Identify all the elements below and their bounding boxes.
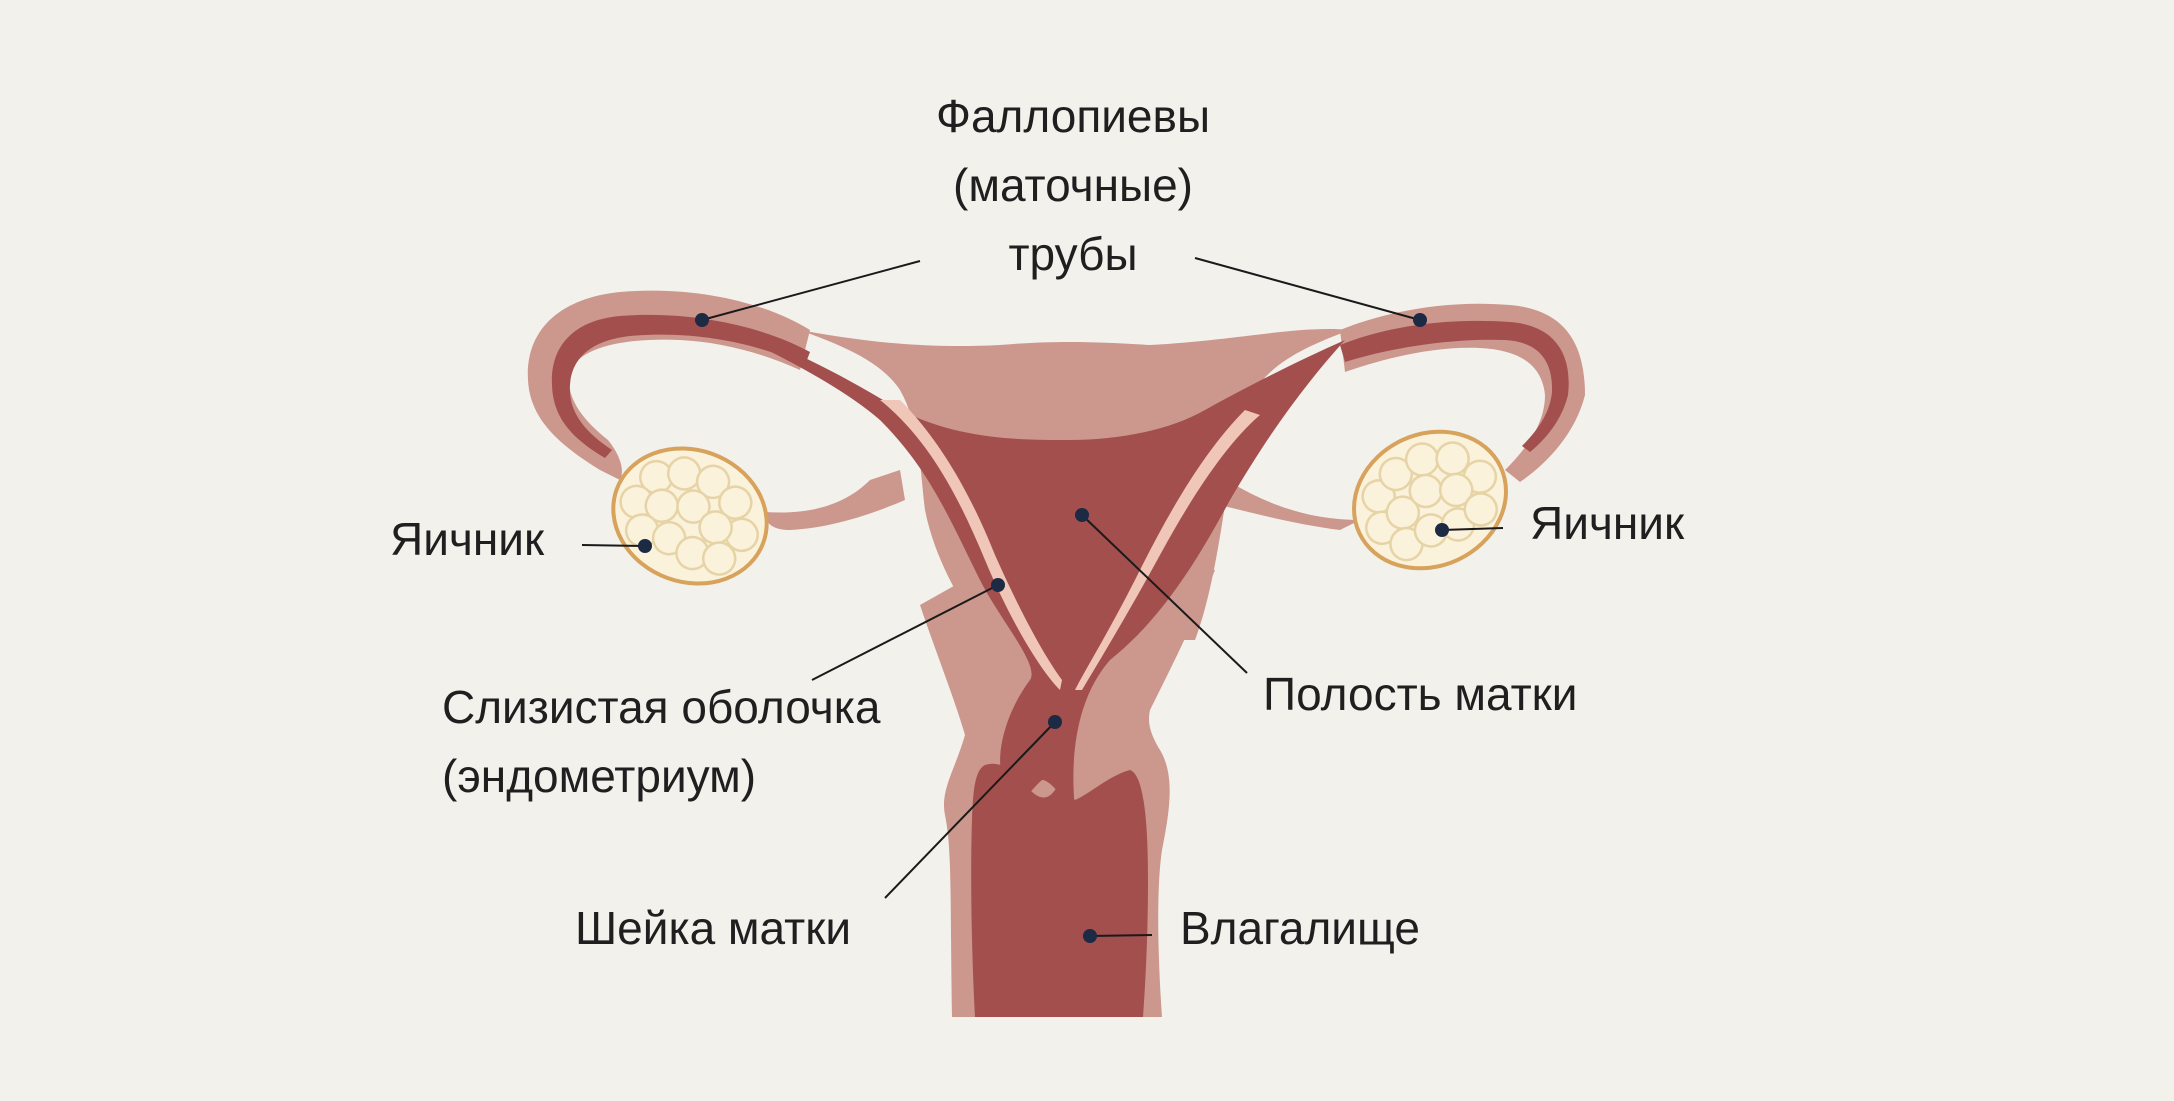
label-fallopian-line-1: Фаллопиевы	[935, 90, 1211, 142]
marker-ovary-left	[638, 539, 652, 553]
left-ovary	[611, 446, 769, 586]
label-fallopian-line-2: (маточные)	[953, 159, 1193, 211]
leader-ovary-left	[581, 544, 646, 547]
vagina-inner	[971, 763, 1148, 1017]
leader-cervix	[884, 721, 1056, 899]
leader-vagina	[1089, 934, 1153, 937]
marker-vagina	[1083, 929, 1097, 943]
marker-endometrium	[991, 578, 1005, 592]
label-fallopian-tubes: Фаллопиевы (маточные) трубы	[913, 82, 1233, 289]
leader-uterine-cavity	[1081, 514, 1248, 674]
label-ovary-left: Яичник	[390, 513, 545, 565]
leader-fallopian-right	[1194, 257, 1421, 321]
label-endometrium-line-2: (эндометриум)	[442, 750, 757, 802]
right-ovary	[1352, 429, 1508, 571]
left-ovarian-ligament	[765, 470, 905, 530]
label-endometrium-line-1: Слизистая оболочка	[442, 681, 881, 733]
leader-ovary-right	[1441, 527, 1504, 531]
label-endometrium: Слизистая оболочка (эндометриум)	[442, 673, 880, 811]
marker-cervix	[1048, 715, 1062, 729]
label-ovary-right: Яичник	[1530, 497, 1685, 549]
endometrium-lining-left	[880, 400, 1062, 690]
endometrium-lining-right	[1075, 410, 1260, 690]
right-tube-inner	[1340, 320, 1569, 452]
label-cervix: Шейка матки	[575, 902, 852, 954]
marker-fallopian-right	[1413, 313, 1427, 327]
leader-endometrium	[811, 584, 999, 681]
marker-ovary-right	[1435, 523, 1449, 537]
right-ovarian-ligament	[1220, 480, 1360, 530]
uterine-cavity-shape	[700, 318, 1345, 810]
label-vagina: Влагалище	[1180, 902, 1420, 954]
label-uterine-cavity: Полость матки	[1263, 668, 1578, 720]
marker-fallopian-left	[695, 313, 709, 327]
marker-uterine-cavity	[1075, 508, 1089, 522]
leader-fallopian-left	[701, 260, 921, 321]
label-fallopian-line-3: трубы	[1008, 228, 1138, 280]
